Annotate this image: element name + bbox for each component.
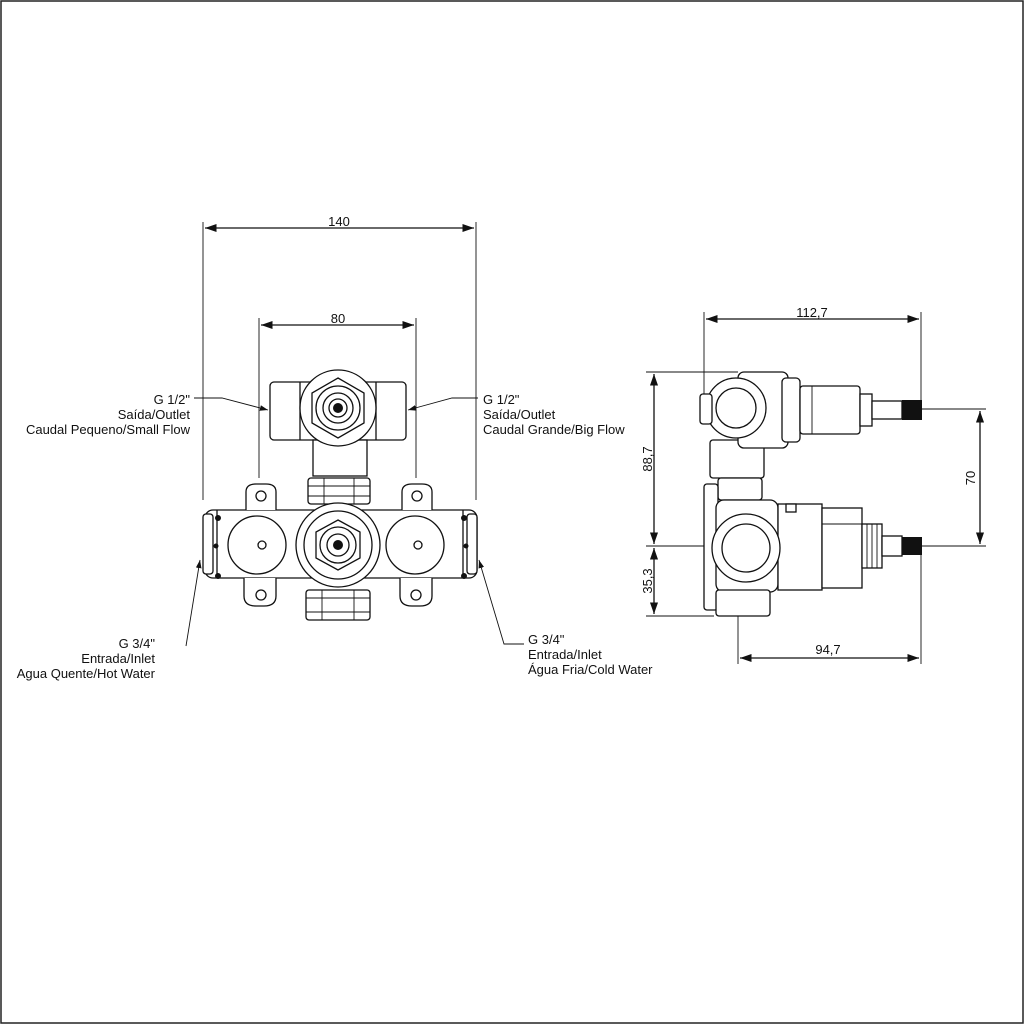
dim-overall-width-label: 140 <box>328 214 350 229</box>
outlet-big-thread: G 1/2" <box>483 392 520 407</box>
lower-valve <box>703 483 922 611</box>
dim-total-depth-label: 112,7 <box>796 305 828 320</box>
dim-inlet-height-label: 35,3 <box>640 568 655 593</box>
dim-outlet-spacing: 80 <box>261 311 414 330</box>
dim-spindle-spacing-label: 70 <box>963 471 978 485</box>
inlet-cold-type: Entrada/Inlet <box>528 647 602 662</box>
dim-height: 88,7 <box>640 374 659 544</box>
outlet-small-flow: Caudal Pequeno/Small Flow <box>26 422 191 437</box>
callout-inlet-hot: G 3/4" Entrada/Inlet Agua Quente/Hot Wat… <box>17 636 156 681</box>
inlet-hot-thread: G 3/4" <box>119 636 156 651</box>
front-view: 140 80 <box>17 214 653 681</box>
outlet-big-type: Saída/Outlet <box>483 407 556 422</box>
side-upper-nut <box>717 477 763 501</box>
inlet-cold-thread: G 3/4" <box>528 632 565 647</box>
dim-body-depth: 94,7 <box>740 642 919 663</box>
dim-overall-width: 140 <box>205 214 474 233</box>
inlet-cold-water: Água Fria/Cold Water <box>528 662 653 677</box>
dim-outlet-spacing-label: 80 <box>331 311 345 326</box>
dim-height-label: 88,7 <box>640 446 655 471</box>
dim-body-depth-label: 94,7 <box>815 642 840 657</box>
lower-nut <box>305 589 371 621</box>
outlet-small-type: Saída/Outlet <box>118 407 191 422</box>
callout-inlet-cold: G 3/4" Entrada/Inlet Água Fria/Cold Wate… <box>528 632 653 677</box>
upper-nut <box>307 477 371 505</box>
side-lower-nut <box>715 589 771 617</box>
outlet-big-flow: Caudal Grande/Big Flow <box>483 422 625 437</box>
upper-valve <box>699 371 922 479</box>
side-view: 112,7 94,7 88,7 35,3 70 <box>640 305 986 664</box>
main-body <box>202 483 478 607</box>
callout-outlet-big: G 1/2" Saída/Outlet Caudal Grande/Big Fl… <box>483 392 625 437</box>
inlet-hot-water: Agua Quente/Hot Water <box>17 666 156 681</box>
dim-spindle-spacing: 70 <box>963 411 985 544</box>
outlet-block <box>269 369 407 477</box>
outlet-small-thread: G 1/2" <box>154 392 191 407</box>
inlet-hot-type: Entrada/Inlet <box>81 651 155 666</box>
dim-inlet-height: 35,3 <box>640 548 659 614</box>
dim-total-depth: 112,7 <box>706 305 919 324</box>
callout-outlet-small: G 1/2" Saída/Outlet Caudal Pequeno/Small… <box>26 392 191 437</box>
